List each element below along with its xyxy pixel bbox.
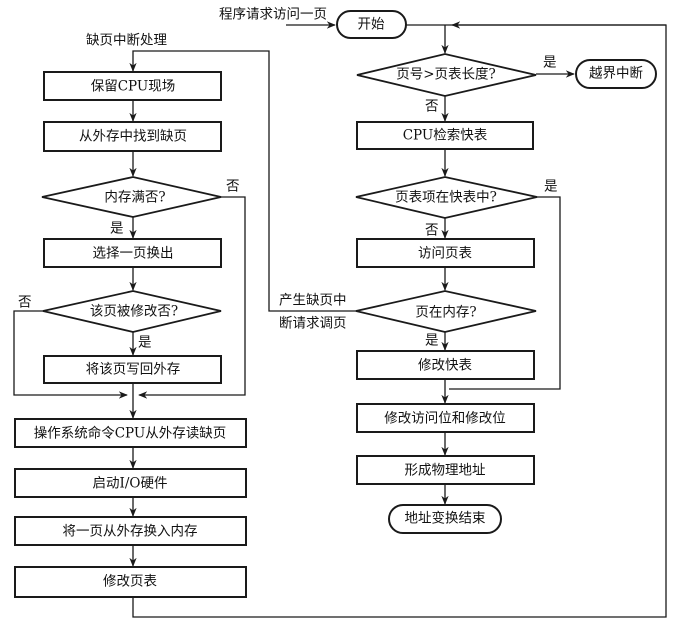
select-page-box: 选择一页换出 xyxy=(43,238,222,268)
in-tlb-yes-label: 是 xyxy=(544,179,558,195)
bound-check-label: 页号>页表长度? xyxy=(396,67,496,83)
start-label: 开始 xyxy=(358,17,385,33)
in-memory-decision: 页在内存? xyxy=(355,290,537,333)
update-bits-box: 修改访问位和修改位 xyxy=(356,403,535,433)
bound-check-decision: 页号>页表长度? xyxy=(356,53,537,97)
modified-no-label: 否 xyxy=(18,295,32,311)
update-page-table-box: 修改页表 xyxy=(14,566,247,598)
memory-full-label: 内存满否? xyxy=(104,190,165,206)
in-tlb-decision: 页表项在快表中? xyxy=(355,176,538,219)
memory-full-no-label: 否 xyxy=(226,179,240,195)
access-page-table-box: 访问页表 xyxy=(356,238,535,268)
write-back-box: 将该页写回外存 xyxy=(43,355,222,384)
entry-label: 程序请求访问一页 xyxy=(219,7,327,23)
update-tlb-box: 修改快表 xyxy=(356,350,535,380)
full-no-line xyxy=(138,196,246,399)
access-page-table-label: 访问页表 xyxy=(418,246,472,262)
end-label: 地址变换结束 xyxy=(405,511,486,527)
find-page-label: 从外存中找到缺页 xyxy=(79,129,187,145)
modified-decision: 该页被修改否? xyxy=(42,290,222,333)
connectors xyxy=(13,21,667,618)
save-cpu-label: 保留CPU现场 xyxy=(91,79,176,95)
bound-no-label: 否 xyxy=(425,99,439,115)
select-page-label: 选择一页换出 xyxy=(93,246,174,262)
in-memory-yes-label: 是 xyxy=(425,333,439,349)
memory-full-yes-label: 是 xyxy=(110,221,124,237)
page-fault-label-line1: 产生缺页中 xyxy=(279,293,347,309)
search-tlb-box: CPU检索快表 xyxy=(356,121,534,150)
end-terminal: 地址变换结束 xyxy=(388,504,502,534)
tlb-yes-bypass-line xyxy=(449,196,561,390)
in-tlb-no-label: 否 xyxy=(425,223,439,239)
update-tlb-label: 修改快表 xyxy=(418,358,472,374)
start-io-box: 启动I/O硬件 xyxy=(14,468,247,498)
modified-label: 该页被修改否? xyxy=(90,304,178,320)
swap-in-box: 将一页从外存换入内存 xyxy=(14,516,247,546)
bound-interrupt-label: 越界中断 xyxy=(589,66,643,82)
find-page-box: 从外存中找到缺页 xyxy=(43,121,222,152)
form-address-label: 形成物理地址 xyxy=(405,463,486,479)
update-page-table-label: 修改页表 xyxy=(103,574,157,590)
return-loop-line xyxy=(132,21,667,618)
page-fault-line xyxy=(129,50,356,312)
update-bits-label: 修改访问位和修改位 xyxy=(384,411,506,427)
start-io-label: 启动I/O硬件 xyxy=(93,476,168,492)
left-title: 缺页中断处理 xyxy=(86,33,167,49)
in-tlb-label: 页表项在快表中? xyxy=(395,190,497,206)
bound-interrupt-terminal: 越界中断 xyxy=(575,59,657,89)
os-read-box: 操作系统命令CPU从外存读缺页 xyxy=(14,418,247,448)
swap-in-label: 将一页从外存换入内存 xyxy=(63,524,198,540)
save-cpu-box: 保留CPU现场 xyxy=(43,71,222,101)
write-back-label: 将该页写回外存 xyxy=(86,362,181,378)
form-address-box: 形成物理地址 xyxy=(356,455,535,485)
in-memory-label: 页在内存? xyxy=(415,305,476,321)
page-fault-label-line2: 断请求调页 xyxy=(279,316,347,332)
modified-yes-label: 是 xyxy=(138,335,152,351)
search-tlb-label: CPU检索快表 xyxy=(403,128,488,144)
modified-no-line xyxy=(13,310,128,399)
start-terminal: 开始 xyxy=(336,10,407,39)
bound-yes-label: 是 xyxy=(543,55,557,71)
memory-full-decision: 内存满否? xyxy=(41,176,222,218)
os-read-label: 操作系统命令CPU从外存读缺页 xyxy=(34,425,227,442)
